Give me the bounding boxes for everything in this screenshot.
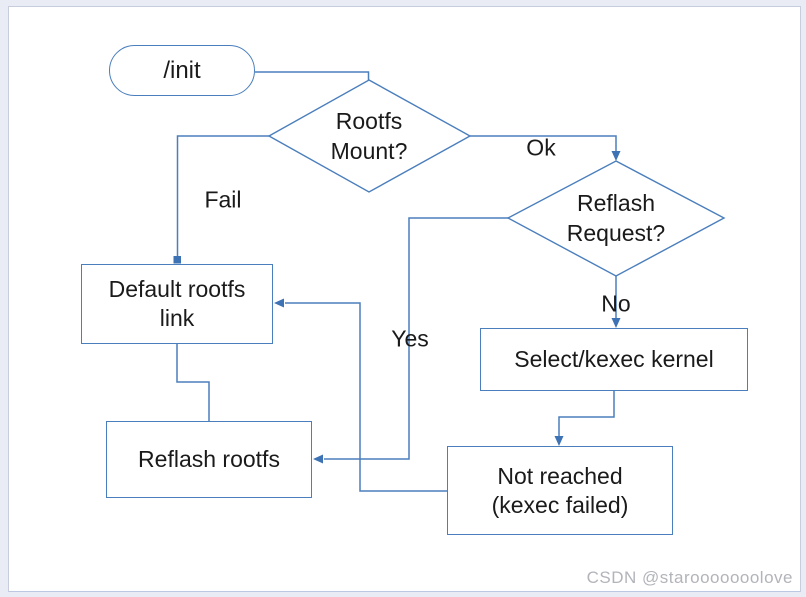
node-not-reached: Not reached (kexec failed) — [447, 446, 673, 535]
edge-label-ok: Ok — [526, 134, 556, 161]
node-init-label: /init — [163, 57, 201, 84]
node-not-reached-line2: (kexec failed) — [491, 491, 629, 518]
decision-rootfs-mount-label: Rootfs Mount? — [284, 106, 454, 166]
node-select-kexec-kernel-label: Select/kexec kernel — [514, 346, 714, 372]
decision-rootfs-mount-line1: Rootfs — [335, 108, 403, 134]
csdn-watermark: CSDN @starooooooolove — [586, 568, 793, 587]
edge-label-yes: Yes — [391, 325, 429, 352]
arrowhead-left-reflash-rootfs — [313, 454, 323, 464]
decision-rootfs-mount-shape — [267, 79, 472, 193]
node-default-rootfs-link: Default rootfs link — [81, 264, 273, 344]
edge-rootfs-mount-to-reflash-request — [470, 135, 617, 151]
arrowhead-down-select-kexec — [611, 318, 621, 328]
decision-reflash-request-line2: Request? — [566, 220, 666, 246]
edge-label-no: No — [601, 290, 631, 317]
node-not-reached-line1: Not reached — [497, 462, 623, 489]
node-reflash-rootfs-label: Reflash rootfs — [138, 446, 280, 472]
edge-rootfs-mount-to-default-rootfs-link — [176, 135, 269, 257]
arrowhead-left-default-rootfs-link — [274, 298, 284, 308]
arrowhead-down-not-reached — [554, 436, 564, 446]
decision-reflash-request-shape — [506, 160, 726, 277]
decision-reflash-request-line1: Reflash — [577, 190, 655, 216]
edge-init-to-rootfs-mount — [255, 71, 370, 80]
decision-reflash-request-label: Reflash Request? — [531, 188, 701, 248]
edge-not-reached-to-default-rootfs-link — [285, 302, 447, 492]
node-default-rootfs-link-line1: Default rootfs — [108, 276, 246, 302]
edge-select-kexec-to-not-reached — [558, 391, 615, 436]
edge-label-fail: Fail — [204, 186, 242, 213]
node-reflash-rootfs: Reflash rootfs — [106, 421, 312, 498]
edge-default-rootfs-link-to-reflash-rootfs — [176, 344, 210, 421]
edge-endpoint-square — [173, 256, 181, 264]
edge-reflash-request-to-reflash-rootfs — [324, 217, 508, 460]
decision-rootfs-mount-line2: Mount? — [330, 138, 408, 164]
node-init: /init — [109, 45, 255, 96]
arrowhead-down-reflash-request — [611, 151, 621, 161]
node-select-kexec-kernel: Select/kexec kernel — [480, 328, 748, 391]
node-default-rootfs-link-line2: link — [159, 305, 195, 331]
